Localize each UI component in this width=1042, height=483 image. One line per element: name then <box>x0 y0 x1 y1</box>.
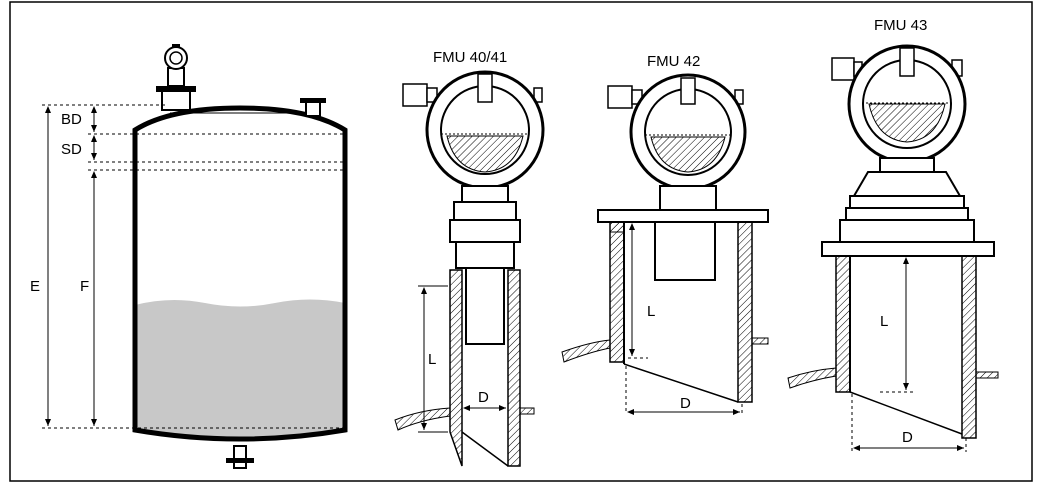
label-d-fmu40: D <box>478 389 489 406</box>
title-fmu43: FMU 43 <box>874 17 927 34</box>
sensor-fmu43: FMU 43 L D <box>787 17 999 452</box>
label-f: F <box>80 278 89 295</box>
frame <box>9 1 1033 482</box>
label-e: E <box>30 278 40 295</box>
title-fmu42: FMU 42 <box>647 53 700 70</box>
tank-outlet <box>233 445 247 469</box>
label-d-fmu43: D <box>902 429 913 446</box>
tank-wall <box>132 105 348 442</box>
tank-nozzle <box>161 89 191 111</box>
label-d-fmu42: D <box>680 395 691 412</box>
liquid <box>135 299 345 437</box>
label-l-fmu43: L <box>880 313 888 330</box>
label-bd: BD <box>61 111 82 128</box>
title-fmu40: FMU 40/41 <box>433 49 507 66</box>
label-l-fmu42: L <box>647 303 655 320</box>
tank: BD SD E F <box>30 44 348 469</box>
sensor-fmu42: FMU 42 L D <box>561 53 769 415</box>
flange-fmu43 <box>821 241 995 257</box>
label-sd: SD <box>61 141 82 158</box>
flange-fmu42 <box>597 209 769 223</box>
sensor-fmu40: FMU 40/41 L D <box>394 49 545 467</box>
tank-sensor-icon <box>164 46 188 70</box>
label-l-fmu40: L <box>428 351 436 368</box>
